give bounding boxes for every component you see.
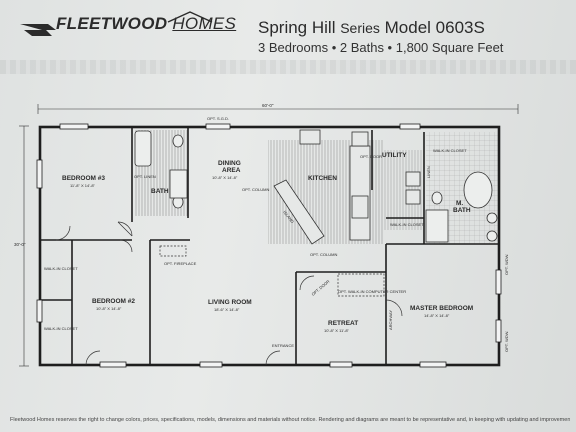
master-bedroom-label: MASTER BEDROOM [410, 305, 473, 312]
disclaimer-text: Fleetwood Homes reserves the right to ch… [10, 417, 570, 423]
opt-door-note: OPT. DOOR [360, 154, 382, 159]
utility-label: UTILITY [382, 152, 407, 159]
fleetwood-logo [20, 11, 213, 36]
depth-dimension: 30'-0" [14, 125, 29, 367]
specs-line: 3 Bedrooms • 2 Baths • 1,800 Square Feet [258, 40, 504, 55]
kitchen-counter [349, 145, 371, 241]
entrance-note: ENTRANCE [272, 343, 294, 348]
master-bath-label-2: BATH [453, 207, 471, 214]
kitchen-fixtures [273, 129, 421, 245]
opt-linen-note: OPT. LINEN [134, 174, 156, 179]
brand-homes: HOMES [172, 14, 237, 33]
opt-sgd-note: OPT. S.G.D. [207, 116, 229, 121]
bedroom3-size: 11'-8" X 14'-8" [70, 183, 96, 188]
dryer-icon [405, 189, 421, 205]
washer-icon [405, 171, 421, 187]
dining-size: 10'-8" X 14'-8" [212, 175, 238, 180]
dining-label: DINING [218, 160, 241, 167]
living-room-label: LIVING ROOM [208, 299, 252, 306]
logo-roof-icon [167, 11, 213, 23]
computer-center-outline [337, 273, 385, 297]
page-title: Spring Hill Series Model 0603S [258, 18, 485, 38]
master-sink-1-icon [486, 212, 498, 224]
series-word: Series [340, 20, 380, 36]
bedroom2-size: 10'-8" X 14'-8" [96, 306, 122, 311]
bedroom2-label: BEDROOM #2 [92, 298, 135, 305]
kitchen-label: KITCHEN [308, 175, 337, 182]
walkin-closet-note-utility: WALK-IN CLOSET [390, 222, 424, 227]
refrigerator-icon [351, 131, 369, 147]
background-bleed [0, 60, 576, 74]
opt-door-note-2: OPT. DOOR [310, 279, 330, 297]
series-name: Spring Hill [258, 18, 336, 37]
retreat-size: 10'-8" X 11'-8" [324, 328, 350, 333]
archway-note: ARCHWAY [388, 310, 393, 330]
sink-icon [172, 134, 184, 148]
master-sink-2-icon [486, 230, 498, 242]
opt-column-note-2: OPT. COLUMN [310, 252, 337, 257]
kitchen-sink-icon [299, 129, 321, 145]
width-dimension-label: 60'-0" [262, 103, 274, 108]
logo-swoosh-lower-icon [24, 30, 52, 36]
width-dimension: 60'-0" [37, 103, 519, 114]
walkin-closet-note-br3: WALK-IN CLOSET [44, 326, 78, 331]
logo-swoosh-icon [20, 24, 56, 30]
living-room-size: 18'-6" X 14'-8" [214, 307, 240, 312]
range-icon [351, 195, 369, 219]
fireplace-outline [159, 245, 187, 257]
bath-fixtures [134, 130, 188, 209]
opt-window-note-2: OPT. WDW. [504, 331, 509, 352]
brand-name: FLEETWOOD HOMES [56, 14, 236, 34]
garden-tub-icon [463, 171, 493, 209]
walkin-closet-note-master-bath: WALK-IN CLOSET [433, 148, 467, 153]
bedroom3-label: BEDROOM #3 [62, 175, 105, 182]
linen-note: LINEN [426, 166, 431, 178]
retreat-label: RETREAT [328, 320, 358, 327]
windows [36, 123, 502, 368]
opt-window-note: OPT. WDW. [504, 254, 509, 275]
exterior-wall [38, 125, 501, 367]
bath-label: BATH [151, 188, 169, 195]
vanity-icon [169, 169, 188, 199]
dining-label-2: AREA [222, 167, 241, 174]
depth-dimension-label: 30'-0" [14, 242, 26, 247]
model-number: Model 0603S [384, 18, 485, 37]
door-swings [55, 221, 403, 366]
opt-fireplace-note: OPT. FIREPLACE [164, 261, 197, 266]
bathtub-icon [134, 130, 152, 167]
master-toilet-icon [431, 191, 443, 205]
walkin-closet-note-br2: WALK-IN CLOSET [44, 266, 78, 271]
master-bath-label: M. [456, 200, 463, 207]
interior-walls [40, 127, 499, 365]
opt-computer-center-note: OPT. WALK-IN COMPUTER CENTER [338, 289, 406, 294]
master-bedroom-size: 14'-8" X 14'-8" [424, 313, 450, 318]
brand-main: FLEETWOOD [56, 14, 168, 33]
shower-icon [425, 209, 449, 243]
master-bath-fixtures [425, 171, 498, 243]
kitchen-island [273, 179, 325, 245]
opt-column-note: OPT. COLUMN [242, 187, 269, 192]
